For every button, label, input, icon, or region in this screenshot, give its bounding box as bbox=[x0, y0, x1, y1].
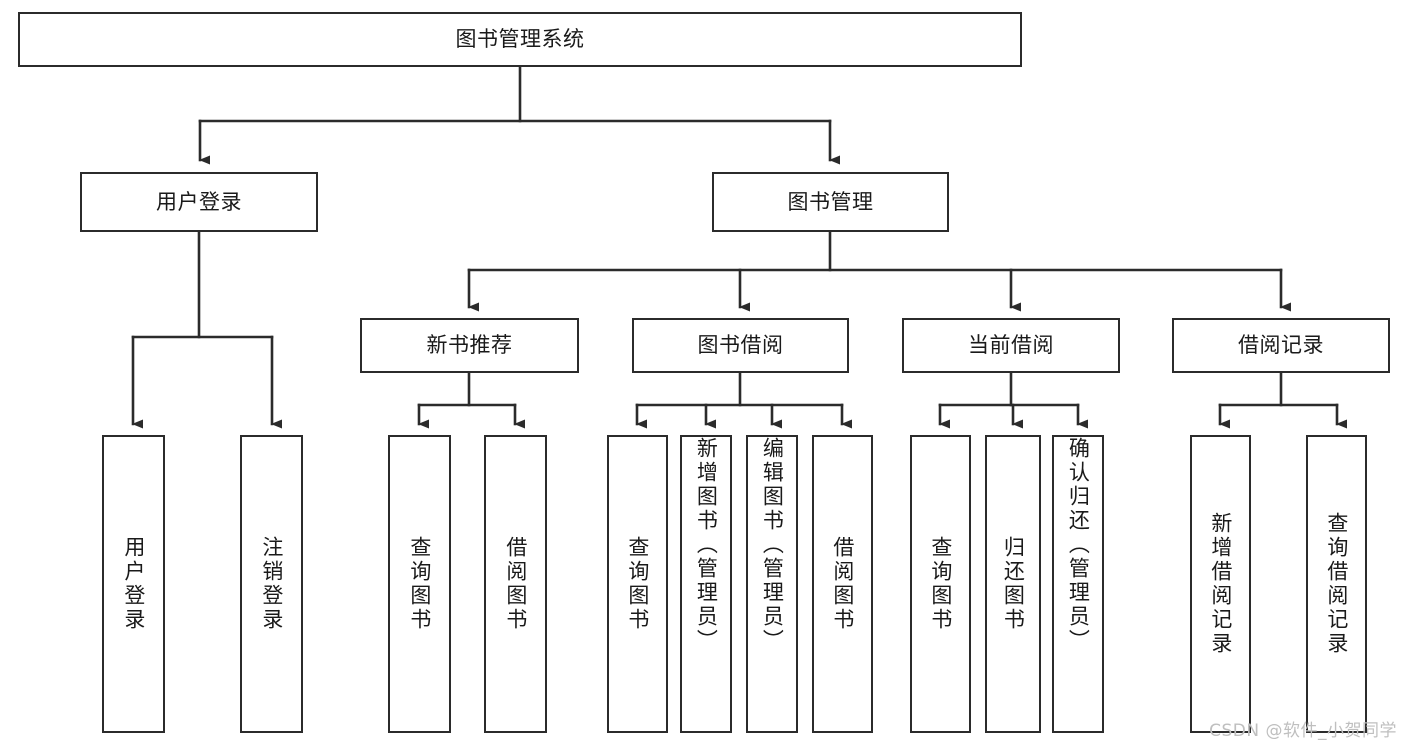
node-leaf-edit-book[interactable]: 编辑图书（管理员） bbox=[746, 435, 798, 733]
node-leaf-user-logout-label: 注销登录 bbox=[259, 536, 284, 632]
node-leaf-query-book-3-label: 查询图书 bbox=[928, 536, 953, 632]
node-current-borrow[interactable]: 当前借阅 bbox=[902, 318, 1120, 373]
node-leaf-query-book-1[interactable]: 查询图书 bbox=[388, 435, 451, 733]
node-leaf-user-login[interactable]: 用户登录 bbox=[102, 435, 165, 733]
node-new-book-rec[interactable]: 新书推荐 bbox=[360, 318, 579, 373]
node-leaf-confirm-return[interactable]: 确认归还（管理员） bbox=[1052, 435, 1104, 733]
node-leaf-return-book-label: 归还图书 bbox=[1001, 536, 1026, 632]
node-leaf-borrow-book-2[interactable]: 借阅图书 bbox=[812, 435, 873, 733]
node-leaf-user-logout[interactable]: 注销登录 bbox=[240, 435, 303, 733]
node-borrow-record[interactable]: 借阅记录 bbox=[1172, 318, 1390, 373]
node-leaf-confirm-return-label: 确认归还（管理员） bbox=[1066, 437, 1091, 653]
node-leaf-borrow-book-1[interactable]: 借阅图书 bbox=[484, 435, 547, 733]
node-book-borrow-label: 图书借阅 bbox=[697, 333, 784, 358]
node-borrow-record-label: 借阅记录 bbox=[1238, 333, 1324, 358]
node-leaf-query-book-2-label: 查询图书 bbox=[625, 536, 650, 632]
csdn-watermark: CSDN @软件_小贺同学 bbox=[1209, 721, 1397, 741]
node-leaf-query-book-1-label: 查询图书 bbox=[407, 536, 432, 632]
node-book-borrow[interactable]: 图书借阅 bbox=[632, 318, 849, 373]
node-root[interactable]: 图书管理系统 bbox=[18, 12, 1022, 67]
node-leaf-add-record-label: 新增借阅记录 bbox=[1208, 512, 1233, 656]
node-leaf-query-record-label: 查询借阅记录 bbox=[1324, 512, 1349, 656]
node-leaf-query-record[interactable]: 查询借阅记录 bbox=[1306, 435, 1367, 733]
node-user-login[interactable]: 用户登录 bbox=[80, 172, 318, 232]
node-leaf-borrow-book-2-label: 借阅图书 bbox=[830, 536, 855, 632]
node-leaf-edit-book-label: 编辑图书（管理员） bbox=[760, 437, 785, 653]
node-new-book-rec-label: 新书推荐 bbox=[426, 333, 513, 358]
node-leaf-query-book-2[interactable]: 查询图书 bbox=[607, 435, 668, 733]
node-book-manage-label: 图书管理 bbox=[787, 189, 874, 214]
node-leaf-return-book[interactable]: 归还图书 bbox=[985, 435, 1041, 733]
node-root-label: 图书管理系统 bbox=[455, 27, 585, 52]
node-leaf-borrow-book-1-label: 借阅图书 bbox=[503, 536, 528, 632]
node-leaf-query-book-3[interactable]: 查询图书 bbox=[910, 435, 971, 733]
node-leaf-add-record[interactable]: 新增借阅记录 bbox=[1190, 435, 1251, 733]
node-leaf-add-book-label: 新增图书（管理员） bbox=[694, 437, 719, 653]
node-user-login-label: 用户登录 bbox=[156, 189, 242, 214]
node-leaf-user-login-label: 用户登录 bbox=[121, 536, 146, 632]
node-book-manage[interactable]: 图书管理 bbox=[712, 172, 949, 232]
node-leaf-add-book[interactable]: 新增图书（管理员） bbox=[680, 435, 732, 733]
node-current-borrow-label: 当前借阅 bbox=[968, 333, 1054, 358]
